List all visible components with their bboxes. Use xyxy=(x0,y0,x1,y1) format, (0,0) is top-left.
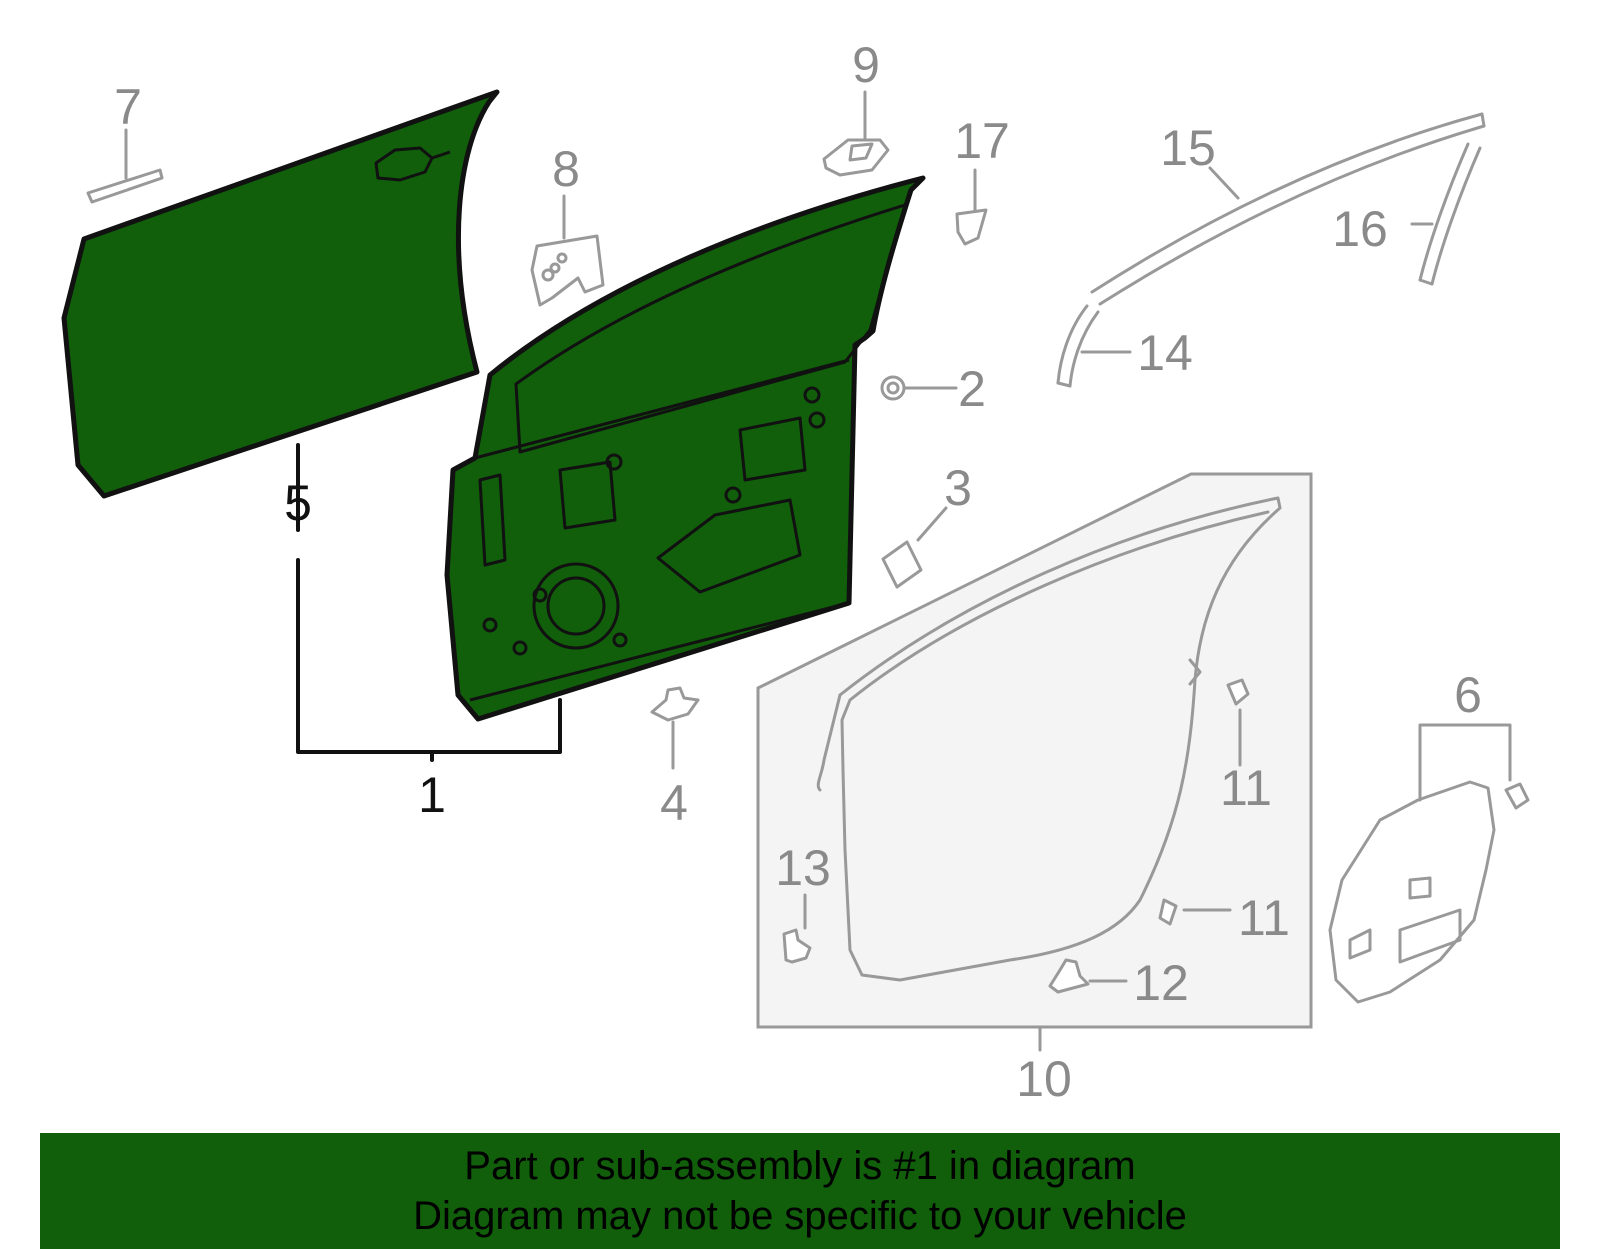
callout-17: 17 xyxy=(954,113,1010,169)
callout-13: 13 xyxy=(775,840,831,896)
part-1-door-shell[interactable] xyxy=(444,175,926,722)
callout-14: 14 xyxy=(1137,325,1193,381)
callout-1: 1 xyxy=(418,767,446,823)
callout-12: 12 xyxy=(1133,955,1189,1011)
callout-4: 4 xyxy=(660,775,688,831)
callout-3: 3 xyxy=(944,460,972,516)
part-11-clip-upper[interactable] xyxy=(1226,678,1250,706)
callout-8: 8 xyxy=(552,141,580,197)
part-3-tape[interactable] xyxy=(881,540,923,589)
callout-labels: 1 2 3 4 5 6 7 8 9 10 11 11 12 13 14 15 1… xyxy=(114,37,1482,1107)
part-5-door-outer-panel[interactable] xyxy=(61,89,500,499)
callout-2: 2 xyxy=(958,361,986,417)
part-2-grommet[interactable] xyxy=(880,375,906,401)
leader-lines xyxy=(124,90,1512,1052)
callout-15: 15 xyxy=(1160,120,1216,176)
part-9-bracket[interactable] xyxy=(822,138,890,177)
part-16-weatherstrip[interactable] xyxy=(1418,142,1482,286)
part-15-weatherstrip[interactable] xyxy=(1090,112,1486,306)
part-10-weatherstrip-group[interactable] xyxy=(756,472,1313,1029)
banner-line-1: Part or sub-assembly is #1 in diagram xyxy=(464,1144,1136,1188)
part-12-retainer[interactable] xyxy=(1048,958,1090,994)
callout-11-lower: 11 xyxy=(1238,890,1290,946)
callout-6: 6 xyxy=(1454,667,1482,723)
part-11-clip-lower[interactable] xyxy=(1158,898,1178,926)
part-13-clip[interactable] xyxy=(782,928,812,964)
callout-16: 16 xyxy=(1332,201,1388,257)
part-4-stopper[interactable] xyxy=(650,686,700,722)
part-6-bolt[interactable] xyxy=(1504,782,1530,810)
parts-diagram: 1 2 3 4 5 6 7 8 9 10 11 11 12 13 14 15 1… xyxy=(61,37,1530,1107)
callout-10: 10 xyxy=(1016,1051,1072,1107)
part-8-pad[interactable] xyxy=(530,234,605,307)
part-17-clip[interactable] xyxy=(955,208,988,246)
part-7-moulding[interactable] xyxy=(86,168,164,204)
info-banner: Part or sub-assembly is #1 in diagram Di… xyxy=(40,1133,1560,1249)
part-14-weatherstrip[interactable] xyxy=(1056,304,1100,388)
callout-7: 7 xyxy=(114,79,142,135)
callout-5: 5 xyxy=(284,475,312,531)
part-6-service-hole-cover[interactable] xyxy=(1328,780,1496,1004)
callout-11-upper: 11 xyxy=(1220,760,1272,816)
banner-line-2: Diagram may not be specific to your vehi… xyxy=(413,1194,1187,1238)
callout-9: 9 xyxy=(852,37,880,93)
